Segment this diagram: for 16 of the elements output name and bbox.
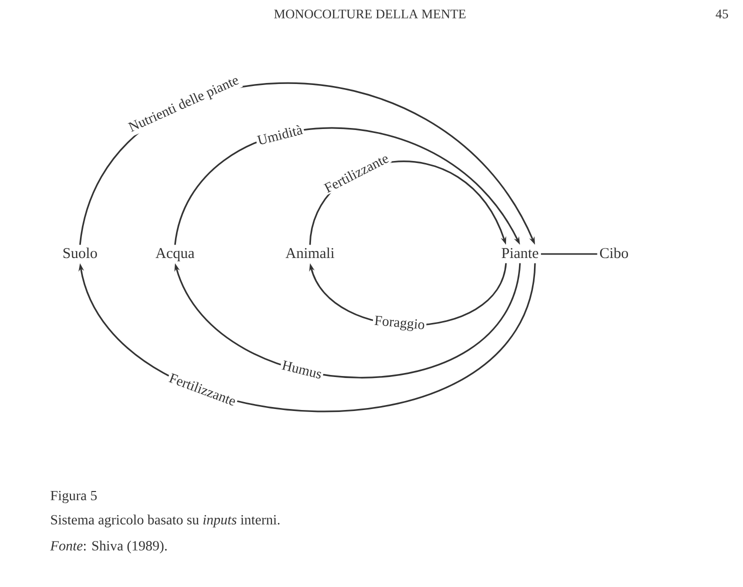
page-number: 45 (716, 10, 728, 18)
arrow (174, 263, 521, 378)
node-label: Animali (286, 248, 334, 258)
figure-number: Figura 5 (50, 490, 97, 504)
node-label: Piante (502, 248, 538, 258)
caption: Sistema agricolo basato su inputs interni. (51, 514, 280, 528)
edge-label: Umidità (254, 122, 306, 148)
edge-label: Humus (279, 358, 325, 381)
node-label: Suolo (64, 248, 97, 258)
source-note: Fonte: Shiva (1989). (50, 540, 167, 554)
arrow (78, 263, 536, 412)
node-label: Cibo (600, 248, 628, 258)
running-head: MONOCOLTURE DELLA MENTE (274, 10, 466, 18)
node-label: Acqua (156, 248, 194, 262)
edge-label: Foraggio (372, 314, 427, 334)
arrow (174, 127, 520, 245)
